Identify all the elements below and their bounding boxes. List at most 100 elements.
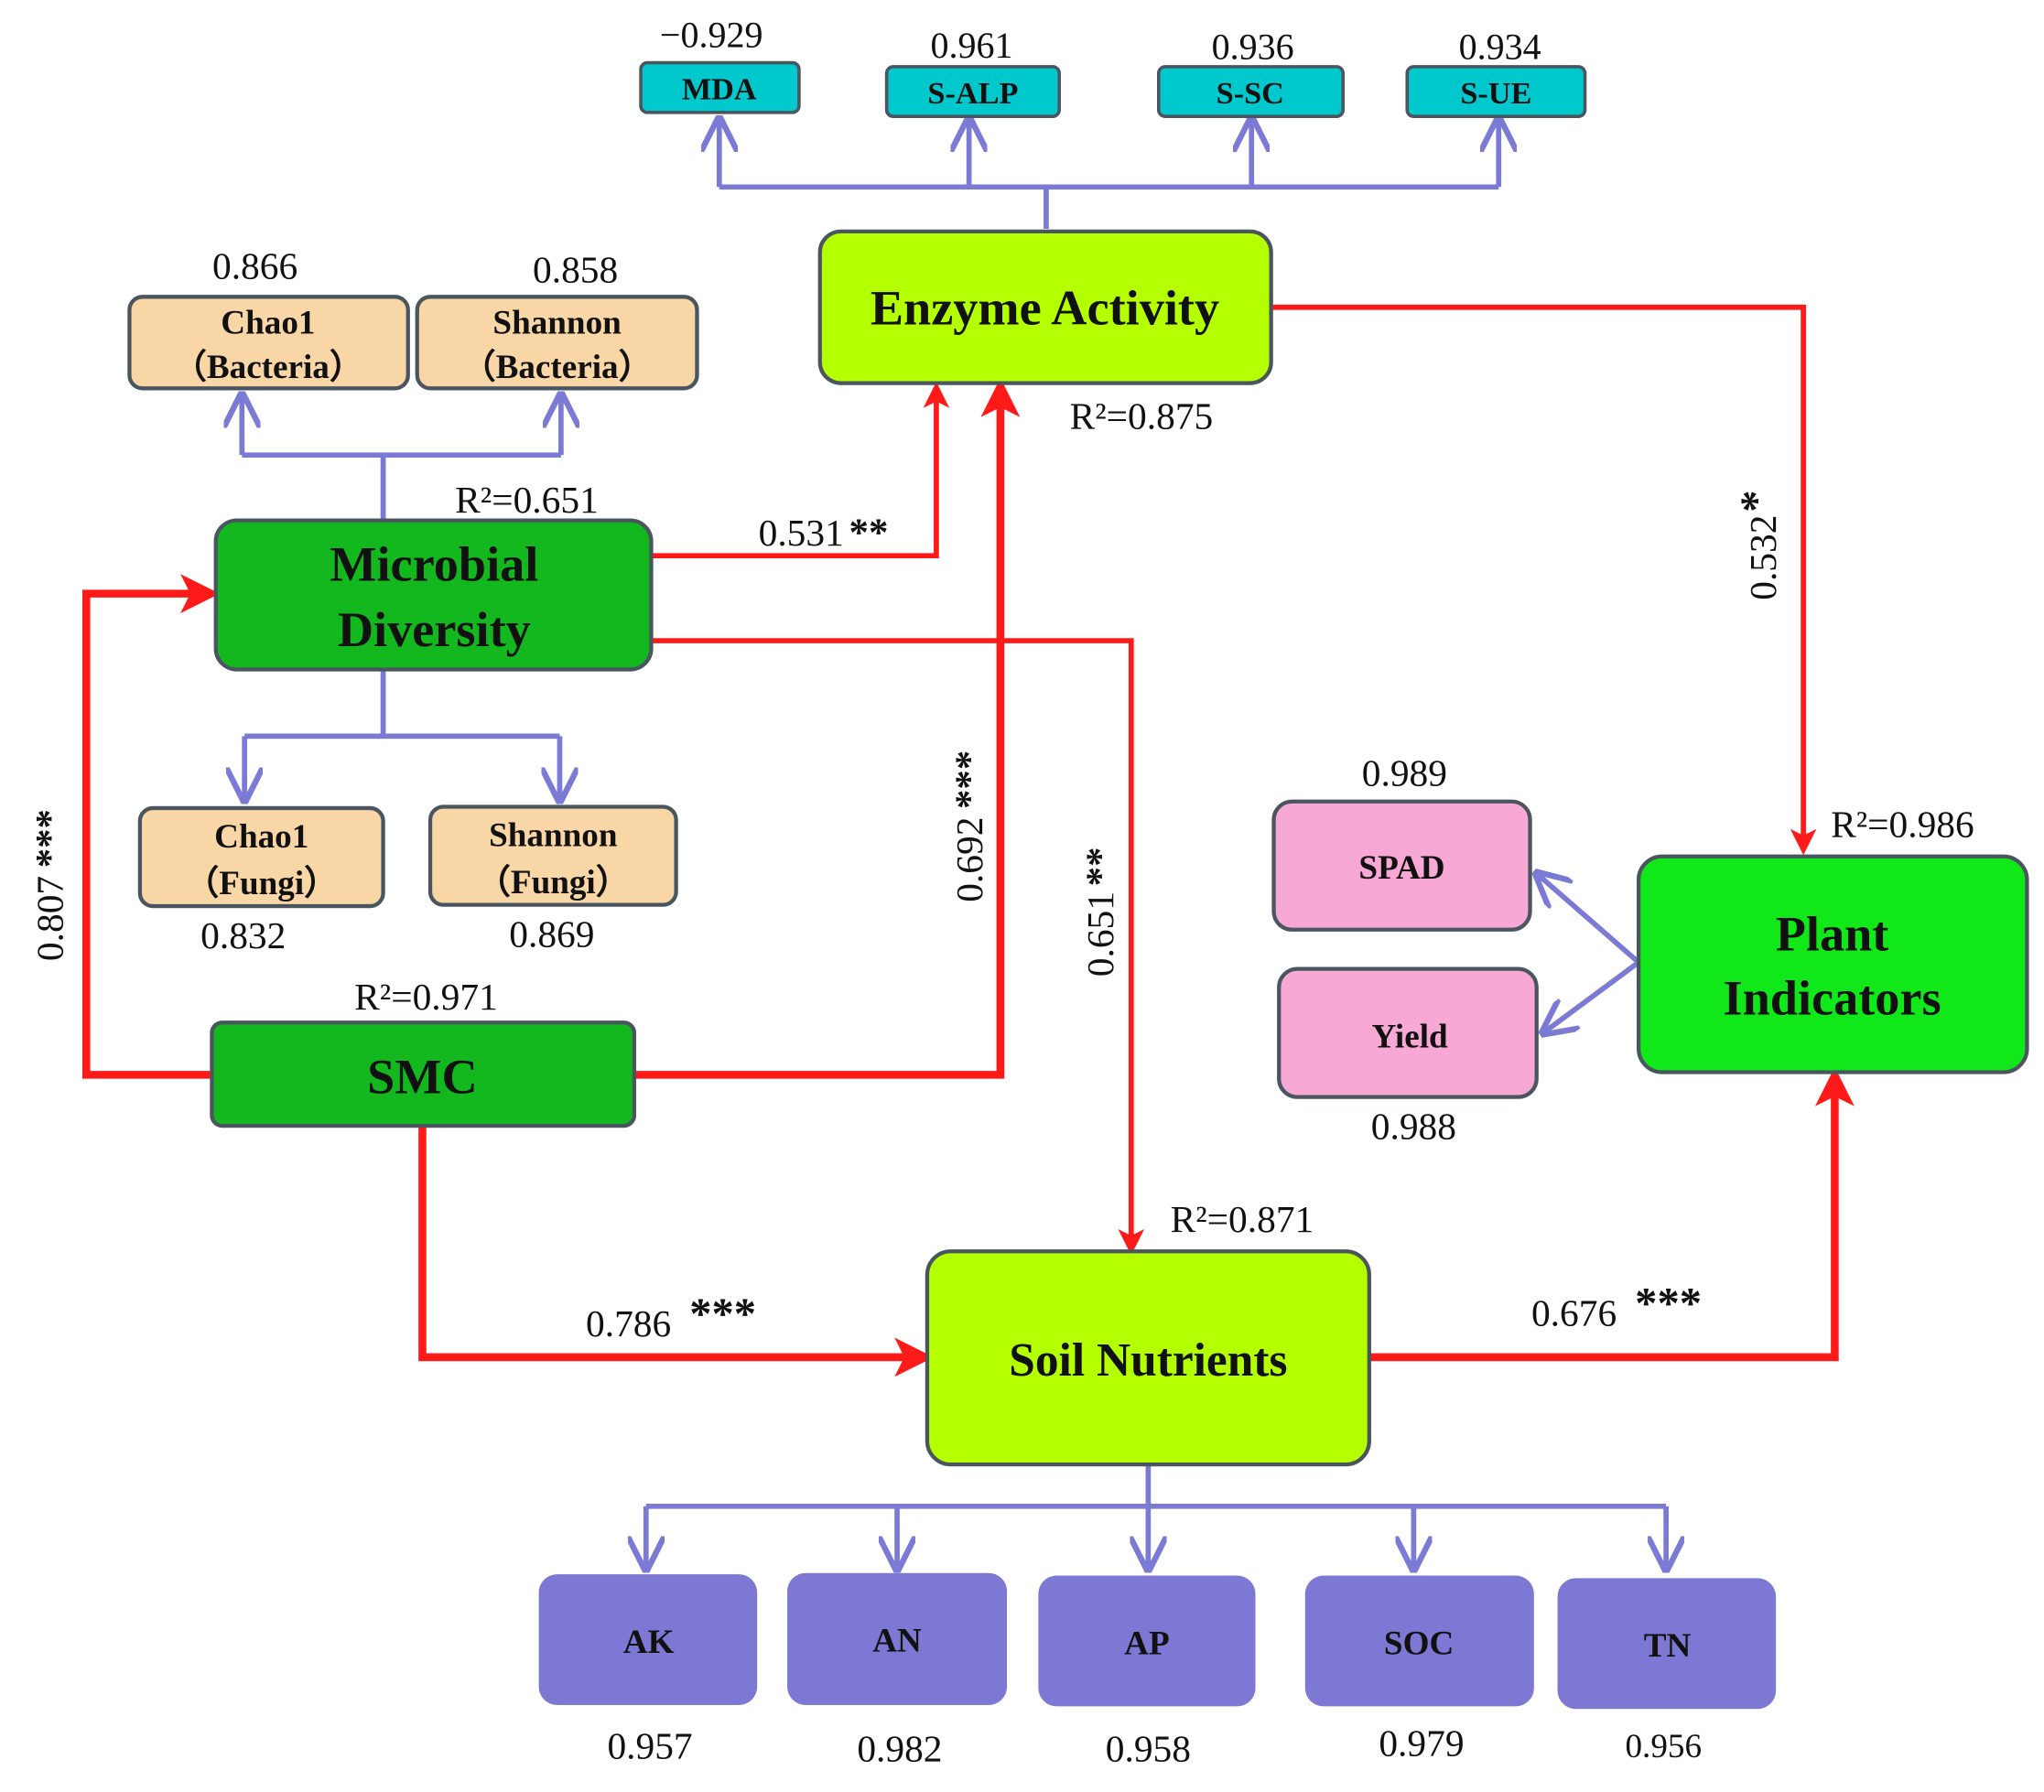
plant-indicators-label-line1: Plant [1776,907,1889,962]
spad-label: SPAD [1358,849,1444,887]
coef-value: 0.786 [586,1302,671,1344]
coef-microbial-to-enzyme: 0.531** [759,512,889,555]
microbial-diversity-construct: R²=0.651 Microbial Diversity [213,479,654,672]
tn-loading: 0.956 [1625,1728,1702,1765]
to-yield-line [1543,960,1640,1033]
chao1-fungi-line1: Chao1 [214,818,308,856]
path-enzyme-to-plant [1271,304,1817,856]
ak-loading: 0.957 [607,1725,692,1767]
coef-value: 0.807 [29,876,71,961]
structural-paths [82,304,1855,1377]
path-smc-to-enzyme [633,377,1021,1079]
coef-enzyme-to-plant: 0.532 * [1731,490,1784,599]
enzyme-indicators: MDA −0.929 S-ALP 0.961 S-SC 0.936 S-UE 0… [639,14,1587,118]
path-smc-to-nutrients [418,1124,935,1377]
ap-label: AP [1124,1625,1170,1662]
coef-significance: *** [689,1290,756,1339]
ap-box [1038,1575,1256,1707]
coef-smc-to-nutrients: 0.786 *** [586,1290,756,1345]
ak-box [538,1574,758,1705]
path-microbial-to-enzyme [651,382,950,559]
coef-significance: *** [29,809,72,868]
an-loading: 0.982 [857,1727,942,1769]
enzyme-activity-label: Enzyme Activity [871,280,1219,335]
an-label: AN [872,1622,922,1659]
ap-loading: 0.958 [1106,1727,1191,1769]
microbial-diversity-label-line1: Microbial [330,536,538,591]
s-alp-label: S-ALP [927,76,1018,111]
tn-label: TN [1644,1627,1692,1665]
soil-nutrients-label: Soil Nutrients [1009,1334,1287,1387]
chao1-bacteria-box [127,295,410,391]
yield-label: Yield [1372,1018,1449,1055]
coef-nutrients-to-plant: 0.676*** [1531,1279,1702,1334]
s-alp-loading: 0.961 [930,25,1012,66]
ak-label: AK [623,1624,675,1661]
bacteria-indicators: 0.866 Chao1 （Bacteria） 0.858 Shannon （Ba… [127,244,699,391]
soc-label: SOC [1384,1625,1454,1662]
enzyme-activity-construct: Enzyme Activity R²=0.875 [817,229,1273,437]
path-labels: 0.531** 0.532 * 0.807 *** 0.692 *** 0.651**… [29,490,1785,1344]
coef-significance: * [1731,490,1780,512]
coef-value: 0.532 [1742,515,1784,600]
coef-microbial-to-nutrients: 0.651** [1079,847,1122,977]
s-sc-box [1157,65,1346,118]
s-alp-box [884,65,1062,118]
s-sc-loading: 0.936 [1212,26,1294,67]
measurement-lines [242,119,1666,1569]
spad-box [1271,799,1532,932]
chao1-bacteria-line2: （Bacteria） [173,348,363,386]
soil-nutrients-r2: R²=0.871 [1171,1198,1314,1240]
smc-label: SMC [367,1049,478,1104]
smc-r2: R²=0.971 [354,976,498,1018]
nutrient-indicators: AK 0.957 AN 0.982 AP 0.958 SOC 0.979 TN … [538,1572,1777,1769]
path-nutrients-to-plant [1370,1066,1855,1362]
coef-value: 0.692 [948,817,990,902]
to-spad-line [1537,873,1640,965]
soc-box [1304,1575,1534,1707]
shannon-fungi-line2: （Fungi） [477,863,630,901]
shannon-bacteria-box [415,295,699,391]
path-microbial-to-nutrients [651,638,1145,1256]
soil-nutrients-box [925,1249,1371,1467]
chao1-bacteria-loading: 0.866 [212,244,297,286]
soil-nutrients-construct: R²=0.871 Soil Nutrients [925,1198,1371,1467]
soc-loading: 0.979 [1379,1722,1464,1765]
coef-value: 0.531 [759,512,844,554]
s-ue-label: S-UE [1460,76,1531,111]
coef-significance: *** [1635,1279,1702,1328]
enzyme-activity-box [817,229,1273,385]
mda-loading: −0.929 [660,14,763,55]
mda-label: MDA [682,72,757,107]
an-box [787,1572,1008,1705]
mda-box [639,60,801,114]
plant-indicators: 0.989 SPAD Yield 0.988 [1271,752,1539,1147]
plant-indicators-construct: R²=0.986 Plant Indicators [1636,803,2029,1074]
shannon-bacteria-line1: Shannon [492,304,622,341]
microbial-diversity-r2: R²=0.651 [455,479,599,521]
coef-significance: *** [948,750,991,809]
chao1-bacteria-line1: Chao1 [221,304,315,341]
smc-construct: R²=0.971 SMC [210,976,637,1128]
shannon-fungi-box [427,804,678,907]
microbial-diversity-label-line2: Diversity [338,602,531,657]
spad-loading: 0.989 [1362,752,1447,794]
yield-box [1277,966,1539,1099]
coef-smc-to-enzyme: 0.692 *** [948,750,991,902]
shannon-bacteria-loading: 0.858 [533,249,618,291]
s-ue-box [1405,65,1587,118]
fungi-indicators: Chao1 （Fungi） 0.832 Shannon （Fungi） 0.86… [137,804,678,956]
path-smc-to-microbial [82,574,221,1079]
shannon-fungi-line1: Shannon [489,816,618,854]
yield-loading: 0.988 [1371,1105,1456,1147]
chao1-fungi-line2: （Fungi） [185,864,338,902]
chao1-fungi-loading: 0.832 [200,914,286,956]
s-ue-loading: 0.934 [1459,26,1541,67]
s-sc-label: S-SC [1217,76,1284,111]
smc-box [210,1020,637,1128]
plant-indicators-box [1636,854,2029,1074]
coef-significance: ** [849,512,889,555]
chao1-fungi-box [137,805,385,909]
